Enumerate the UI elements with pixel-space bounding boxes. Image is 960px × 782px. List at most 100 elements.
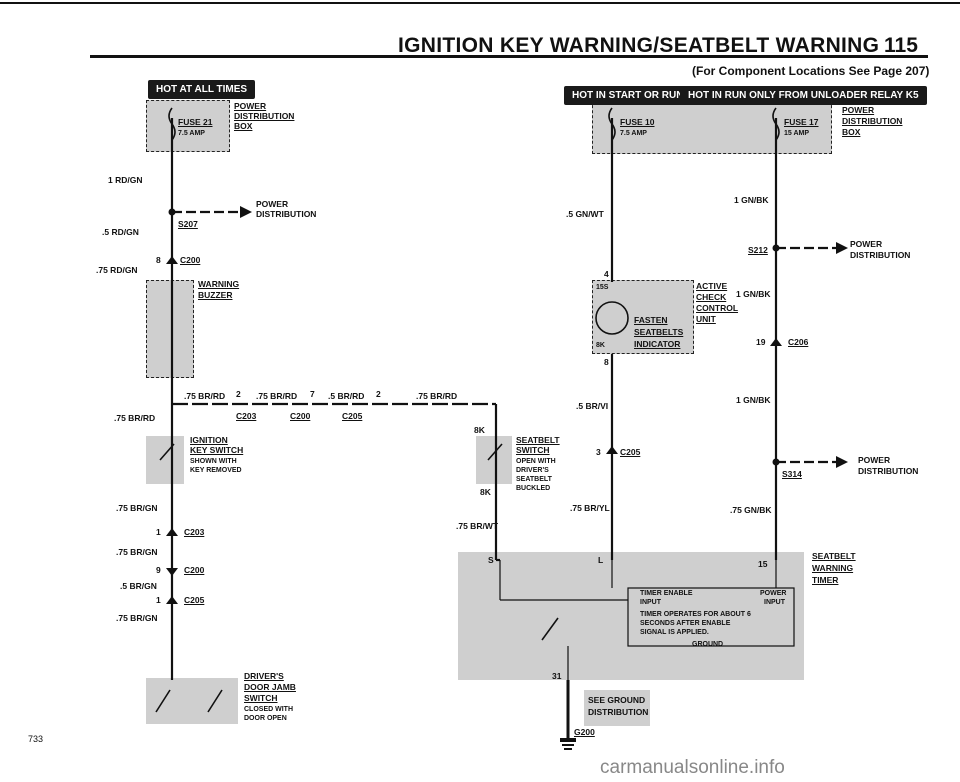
ignition-switch-icon — [159, 443, 175, 461]
buzzer-l2: BUZZER — [198, 290, 233, 300]
timer-title-l3: TIMER — [812, 575, 839, 585]
ground-dist-l2: DISTRIBUTION — [588, 707, 649, 717]
wire-1rdgn: 1 RD/GN — [108, 175, 143, 185]
fasten-l2: SEATBELTS — [634, 327, 684, 337]
fuse17-icon — [772, 107, 780, 141]
door-switch-box — [146, 678, 238, 724]
acc-l1: ACTIVE — [696, 281, 728, 291]
c205-connector-icon — [166, 596, 178, 604]
wire-1gnbk-3: 1 GN/BK — [736, 395, 771, 405]
pin-15: 15 — [758, 559, 768, 569]
door-l5: DOOR OPEN — [244, 715, 287, 722]
pin-8k-b: 8K — [480, 487, 491, 497]
door-switch-icon — [155, 689, 223, 713]
seatbelt-l4: DRIVER'S — [516, 467, 549, 474]
acc-pin-8k: 8K — [596, 342, 605, 349]
h-wire-4: .75 BR/RD — [416, 391, 458, 401]
power-dist-box-l3: BOX — [234, 121, 253, 131]
timer-switch-icon — [541, 617, 559, 641]
acc-box — [592, 280, 694, 354]
fuse10-label: FUSE 10 — [620, 117, 655, 127]
fuse17-label: FUSE 17 — [784, 117, 819, 127]
power-dist-box-l2: DISTRIBUTION — [234, 111, 295, 121]
c206-label: C206 — [788, 337, 809, 347]
h-pin-4: 2 — [376, 389, 381, 399]
wire-75brwt: .75 BR/WT — [456, 521, 499, 531]
g200-label: G200 — [574, 727, 595, 737]
timer-desc-l2: SECONDS AFTER ENABLE — [640, 620, 731, 627]
fuse21-icon — [168, 107, 176, 141]
ignition-l4: KEY REMOVED — [190, 467, 242, 474]
r-power-dist1-l2: DISTRIBUTION — [850, 250, 911, 260]
fasten-l3: INDICATOR — [634, 339, 681, 349]
c200-label: C200 — [180, 255, 201, 265]
buzzer-box — [146, 280, 194, 378]
ground-dist-l1: SEE GROUND — [588, 695, 646, 705]
r-power-box-l1: POWER — [842, 105, 875, 115]
fuse10-amp: 7.5 AMP — [620, 130, 647, 137]
r-power-box-l3: BOX — [842, 127, 861, 137]
h-wire-3: .5 BR/RD — [328, 391, 365, 401]
hot-start-run-banner: HOT IN START OR RUN — [564, 86, 692, 105]
s212-splice — [772, 244, 780, 252]
r-power-dist2-l2: DISTRIBUTION — [858, 466, 919, 476]
c205a-label: C205 — [342, 411, 363, 421]
r-power-dist1-l1: POWER — [850, 239, 883, 249]
wire-75rdgn: .75 RD/GN — [96, 265, 138, 275]
pin-19: 19 — [756, 337, 766, 347]
timer-box — [458, 552, 804, 680]
power-dist-l1: POWER — [256, 199, 289, 209]
c205r-connector-icon — [606, 446, 618, 454]
seatbelt-switch-box — [476, 436, 512, 484]
wire-75bryl: .75 BR/YL — [570, 503, 610, 513]
h-pin-3: 7 — [310, 389, 315, 399]
wire-75gnbk: .75 GN/BK — [730, 505, 772, 515]
page-footer-number: 733 — [28, 734, 44, 744]
h-pin-1: 2 — [236, 389, 241, 399]
pin-8k-a: 8K — [474, 425, 485, 435]
acc-l4: UNIT — [696, 314, 716, 324]
wire-5gnwt: .5 GN/WT — [566, 209, 604, 219]
timer-ground: GROUND — [692, 641, 724, 648]
timer-desc-l3: SIGNAL IS APPLIED. — [640, 629, 709, 636]
fuse17-amp: 15 AMP — [784, 130, 810, 137]
wire-1gnbk-1: 1 GN/BK — [734, 195, 769, 205]
wire-75brrd: .75 BR/RD — [114, 413, 156, 423]
door-l2: DOOR JAMB — [244, 682, 296, 692]
c200b-connector-icon — [166, 568, 178, 576]
r-power-dist2-l1: POWER — [858, 455, 891, 465]
ignition-l3: SHOWN WITH — [190, 458, 237, 465]
fuse21-outline — [146, 100, 230, 152]
title-rule — [90, 55, 928, 58]
fuse10-icon — [608, 107, 616, 141]
wire-1gnbk-2: 1 GN/BK — [736, 289, 771, 299]
door-l4: CLOSED WITH — [244, 706, 293, 713]
r-power-box-l2: DISTRIBUTION — [842, 116, 903, 126]
c203a-label: C203 — [236, 411, 257, 421]
fuse21-label: FUSE 21 — [178, 117, 213, 127]
seatbelt-l3: OPEN WITH — [516, 458, 556, 465]
fasten-l1: FASTEN — [634, 315, 668, 325]
c200-pin: 8 — [156, 255, 161, 265]
ignition-l1: IGNITION — [190, 435, 228, 445]
c203-connector-icon — [166, 528, 178, 536]
seatbelt-l1: SEATBELT — [516, 435, 560, 445]
wire-75brgn-1: .75 BR/GN — [116, 503, 158, 513]
seatbelt-l2: SWITCH — [516, 445, 550, 455]
right-fuse-box — [592, 100, 832, 154]
pin-31: 31 — [552, 671, 562, 681]
s314-splice — [772, 458, 780, 466]
timer-power-l1: POWER — [760, 590, 787, 597]
wire-5brgn: .5 BR/GN — [120, 581, 157, 591]
s314-label: S314 — [782, 469, 802, 479]
ignition-box — [146, 436, 184, 484]
timer-title-l1: SEATBELT — [812, 551, 856, 561]
c200a-label: C200 — [290, 411, 311, 421]
s207-arrow — [240, 206, 252, 218]
pin-9: 9 — [156, 565, 161, 575]
pin-1a: 1 — [156, 527, 161, 537]
h-wire-2: .75 BR/RD — [256, 391, 298, 401]
fuse21-amp: 7.5 AMP — [178, 130, 205, 137]
pin-l: L — [598, 555, 604, 565]
